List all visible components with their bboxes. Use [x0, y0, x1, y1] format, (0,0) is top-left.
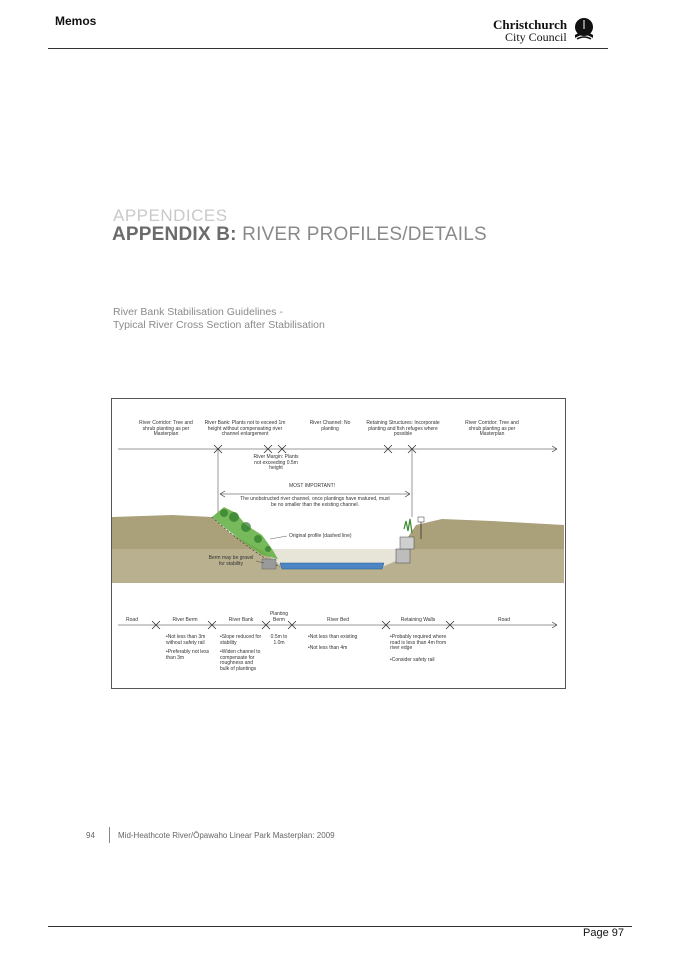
gabion-lower: [395, 548, 411, 564]
zone-planting-berm: Planting Berm: [269, 611, 289, 623]
council-crest-icon: [575, 18, 593, 40]
note-planting-berm: 0.5m to 1.0m: [270, 634, 288, 646]
label-most-important: MOST IMPORTANT!: [288, 483, 336, 489]
zone-road-left: Road: [126, 617, 138, 623]
label-river-margin: River Margin: Plants not exceeding 0.5m …: [253, 454, 299, 472]
gravel-berm: [261, 558, 277, 570]
note-bed-1: •Not less than existing: [308, 634, 358, 640]
note-bed-2: •Not less than 4m: [308, 645, 348, 651]
ground-profile: [112, 515, 564, 583]
river-water: [279, 562, 385, 570]
logo-line-1: Christchurch: [493, 17, 568, 32]
subtitle-line-2: Typical River Cross Section after Stabil…: [113, 319, 325, 331]
label-river-bank: River Bank: Plants not to exceed 1m heig…: [204, 420, 286, 438]
label-river-channel: River Channel: No planting: [309, 420, 351, 432]
note-bank-1: •Slope reduced for stability: [220, 634, 262, 646]
appendix-title-bold: APPENDIX B:: [112, 224, 237, 245]
river-cross-section-diagram: River Corridor: Tree and shrub planting …: [111, 398, 566, 689]
zone-river-bank: River Bank: [228, 617, 254, 623]
page-number: Page 97: [583, 927, 624, 939]
logo-line-2: City Council: [505, 30, 567, 44]
top-dimension-ticks: [213, 444, 417, 454]
cross-section-drawing: [112, 444, 564, 630]
appendix-title: APPENDIX B: RIVER PROFILES/DETAILS: [112, 224, 487, 246]
label-unobstructed-channel: The unobstructed river channel, once pla…: [240, 496, 390, 508]
zone-road-right: Road: [498, 617, 510, 623]
note-walls-1: •Probably required where road is less th…: [390, 634, 447, 652]
zone-retaining-walls: Retaining Walls: [400, 617, 436, 623]
label-river-corridor-left: River Corridor: Tree and shrub planting …: [139, 420, 193, 438]
bank-vegetation: [212, 507, 278, 559]
note-bank-2: •Widen channel to compensate for roughne…: [220, 649, 261, 672]
zone-ticks: [151, 620, 455, 630]
header-title: Memos: [55, 14, 97, 28]
note-berm-2: •Preferably not less than 3m: [166, 649, 210, 661]
appendices-label: APPENDICES: [113, 206, 228, 225]
note-berm-1: •Not less than 3m without safety rail: [166, 634, 206, 646]
council-logo: Christchurch City Council: [493, 17, 603, 45]
label-retaining-structures: Retaining Structures: Incorporate planti…: [366, 420, 440, 438]
label-river-corridor-right: River Corridor: Tree and shrub planting …: [465, 420, 519, 438]
subtitle-line-1: River Bank Stabilisation Guidelines -: [113, 306, 283, 318]
note-walls-2: •Consider safety rail: [390, 657, 435, 663]
appendix-title-rest: RIVER PROFILES/DETAILS: [236, 224, 487, 245]
header-rule: [48, 48, 608, 49]
label-original-profile: Original profile (dashed line): [289, 533, 352, 539]
zone-river-berm: River Berm: [172, 617, 198, 623]
source-document-title: Mid-Heathcote River/Ōpawaho Linear Park …: [118, 831, 335, 840]
source-page-number: 94: [86, 831, 95, 840]
footer-divider: [109, 827, 110, 843]
zone-river-bed: River Bed: [327, 617, 349, 623]
wall-plants: [403, 518, 413, 534]
gabion-upper: [399, 536, 415, 550]
label-berm-note: Berm may be gravel for stability: [208, 555, 254, 567]
footer-rule: [48, 926, 632, 927]
